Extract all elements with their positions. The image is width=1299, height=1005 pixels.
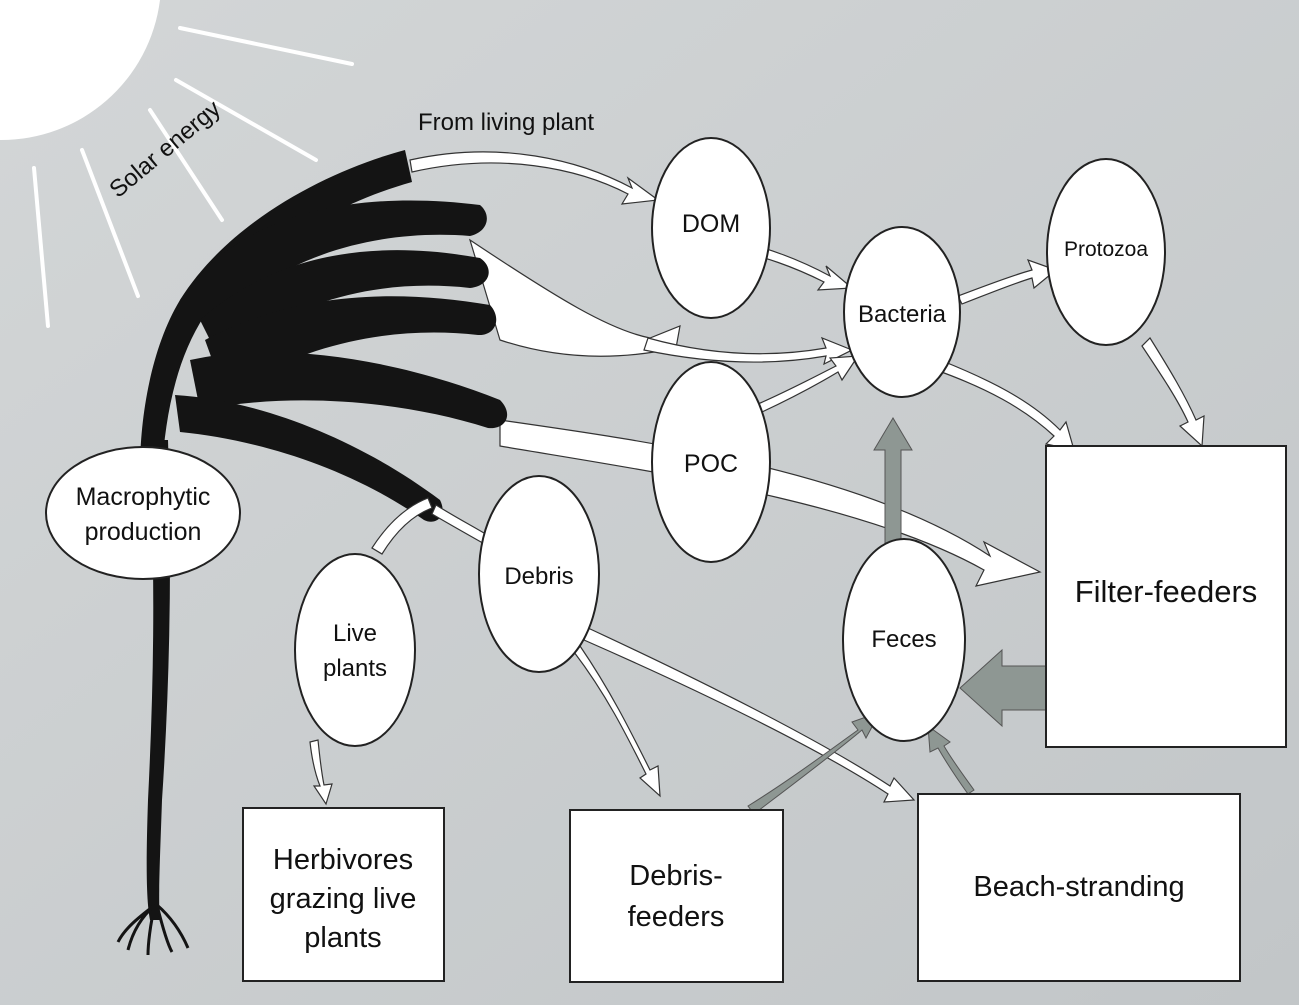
debris-node: Debris bbox=[479, 476, 599, 672]
debris-feeders-line1: Debris- bbox=[629, 860, 722, 892]
protozoa-node: Protozoa bbox=[1047, 159, 1165, 345]
macrophytic-production-node: Macrophytic production bbox=[46, 447, 240, 579]
live-plants-line1: Live bbox=[333, 620, 377, 647]
beach-stranding-box: Beach-stranding bbox=[918, 794, 1240, 981]
dom-node: DOM bbox=[652, 138, 770, 318]
beach-stranding-label: Beach-stranding bbox=[973, 871, 1184, 903]
poc-node: POC bbox=[652, 362, 770, 562]
live-plants-node: Live plants bbox=[295, 554, 415, 746]
feces-node: Feces bbox=[843, 539, 965, 741]
herbivores-line1: Herbivores bbox=[273, 844, 413, 876]
debris-label: Debris bbox=[504, 563, 573, 590]
macrophytic-line2: production bbox=[85, 518, 202, 546]
macrophytic-line1: Macrophytic bbox=[76, 483, 211, 511]
bacteria-node: Bacteria bbox=[844, 227, 960, 397]
herbivores-box: Herbivores grazing live plants bbox=[243, 808, 444, 981]
bacteria-label: Bacteria bbox=[858, 301, 947, 328]
poc-label: POC bbox=[684, 450, 738, 478]
herbivores-line3: plants bbox=[304, 922, 381, 954]
debris-feeders-line2: feeders bbox=[628, 901, 725, 933]
filter-feeders-label: Filter-feeders bbox=[1075, 574, 1258, 609]
from-living-plant-label: From living plant bbox=[418, 109, 594, 136]
protozoa-label: Protozoa bbox=[1064, 238, 1148, 261]
herbivores-line2: grazing live bbox=[270, 883, 417, 915]
feces-label: Feces bbox=[871, 626, 936, 653]
filter-feeders-box: Filter-feeders bbox=[1046, 446, 1286, 747]
dom-label: DOM bbox=[682, 210, 740, 238]
debris-feeders-box: Debris- feeders bbox=[570, 810, 783, 982]
live-plants-line2: plants bbox=[323, 655, 387, 682]
